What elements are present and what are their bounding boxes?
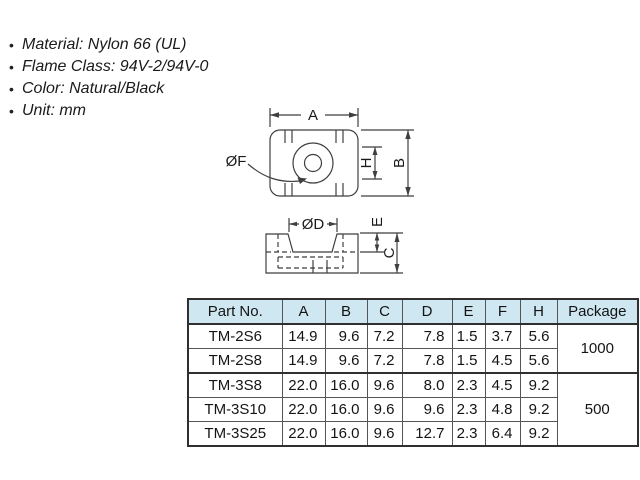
top-view: A B H ØF: [226, 107, 414, 197]
mount-hole-circle: [303, 153, 323, 173]
dim-label-a: A: [308, 107, 318, 124]
header-cell-f: F: [484, 298, 521, 325]
dim-cell: 6.4: [484, 421, 521, 447]
bullet-icon: •: [9, 37, 14, 53]
dim-a: A: [269, 107, 359, 127]
header-cell-a: A: [281, 298, 326, 325]
dim-label-e: E: [369, 217, 386, 227]
header-cell-d: D: [401, 298, 453, 325]
bullet-icon: •: [9, 103, 14, 119]
dim-label-c: C: [381, 247, 398, 258]
note-text: Flame Class: 94V-2/94V-0: [22, 58, 209, 75]
note-unit: • Unit: mm: [9, 100, 208, 122]
part-no-cell: TM-3S10: [187, 397, 283, 422]
dim-cell: 1.5: [451, 323, 486, 349]
dim-cell: 3.7: [484, 323, 521, 349]
dim-c: C: [360, 233, 403, 274]
table-row: TM-3S8 22.0 16.0 9.6 8.0 2.3 4.5 9.2 500: [187, 372, 639, 447]
mount-body-outline: [269, 129, 359, 197]
dim-cell: 16.0: [324, 421, 368, 447]
hidden-detail-lines: [266, 234, 358, 269]
dim-cell: 9.6: [324, 323, 368, 349]
dim-cell: 9.2: [519, 421, 558, 447]
saddle-profile-outline: [265, 233, 359, 274]
header-cell-e: E: [451, 298, 486, 325]
bullet-icon: •: [9, 81, 14, 97]
dim-label-b: B: [391, 158, 408, 168]
header-cell-h: H: [519, 298, 558, 325]
dim-label-d: ØD: [302, 216, 325, 233]
dim-cell: 5.6: [519, 323, 558, 349]
dim-cell: 4.5: [484, 372, 521, 398]
dim-cell: 22.0: [281, 421, 326, 447]
part-no-cell: TM-3S8: [187, 372, 283, 398]
header-cell-package: Package: [556, 298, 639, 325]
dim-cell: 7.2: [366, 348, 403, 374]
dim-cell: 22.0: [281, 372, 326, 398]
dim-e: E: [360, 217, 403, 253]
tie-channel-notches: [284, 130, 344, 196]
dim-b: B: [361, 129, 414, 197]
dim-cell: 9.6: [366, 397, 403, 422]
header-cell-part-no: Part No.: [187, 298, 283, 325]
dim-cell: 9.2: [519, 397, 558, 422]
dim-cell: 9.6: [366, 372, 403, 398]
spec-table: Part No. A B C D E F H Package TM-2S6 14…: [187, 298, 639, 447]
part-no-cell: TM-2S8: [187, 348, 283, 374]
dim-cell: 5.6: [519, 348, 558, 374]
dim-cell: 9.2: [519, 372, 558, 398]
dim-cell: 7.8: [401, 323, 453, 349]
dim-h: H: [358, 146, 382, 180]
dim-cell: 14.9: [281, 348, 326, 374]
dim-cell: 8.0: [401, 372, 453, 398]
dim-cell: 7.8: [401, 348, 453, 374]
dim-f-leader: ØF: [226, 153, 307, 184]
dim-cell: 16.0: [324, 397, 368, 422]
dim-cell: 7.2: [366, 323, 403, 349]
dim-cell: 2.3: [451, 397, 486, 422]
part-no-cell: TM-2S6: [187, 323, 283, 349]
dim-cell: 12.7: [401, 421, 453, 447]
note-text: Material: Nylon 66 (UL): [22, 36, 187, 53]
saddle-outer-circle: [292, 142, 334, 184]
table-row: TM-3S10 22.0 16.0 9.6 9.6 2.3 4.8 9.2: [187, 397, 638, 422]
dim-cell: 9.6: [401, 397, 453, 422]
dim-cell: 22.0: [281, 397, 326, 422]
dim-cell: 9.6: [324, 348, 368, 374]
dim-cell: 14.9: [281, 323, 326, 349]
tie-slot-ticks: [312, 260, 328, 273]
table-row: TM-3S25 22.0 16.0 9.6 12.7 2.3 6.4 9.2: [187, 421, 638, 447]
dim-label-h: H: [358, 158, 375, 169]
bullet-icon: •: [9, 59, 14, 75]
note-text: Color: Natural/Black: [22, 80, 165, 97]
dim-cell: 4.8: [484, 397, 521, 422]
dim-cell: 9.6: [366, 421, 403, 447]
note-text: Unit: mm: [22, 102, 86, 119]
dim-cell: 1.5: [451, 348, 486, 374]
dim-cell: 16.0: [324, 372, 368, 398]
dim-d: ØD: [288, 216, 338, 233]
material-notes: • Material: Nylon 66 (UL) • Flame Class:…: [9, 34, 208, 122]
header-cell-b: B: [324, 298, 368, 325]
dim-label-f: ØF: [226, 153, 247, 170]
dim-cell: 2.3: [451, 421, 486, 447]
note-color: • Color: Natural/Black: [9, 78, 208, 100]
side-view: ØD E C: [265, 216, 403, 274]
note-flame-class: • Flame Class: 94V-2/94V-0: [9, 56, 208, 78]
header-cell-c: C: [366, 298, 403, 325]
dim-cell: 4.5: [484, 348, 521, 374]
package-cell: 1000: [556, 323, 639, 374]
dim-cell: 2.3: [451, 372, 486, 398]
part-no-cell: TM-3S25: [187, 421, 283, 447]
note-material: • Material: Nylon 66 (UL): [9, 34, 208, 56]
header-row: Part No. A B C D E F H Package: [187, 298, 639, 325]
package-cell: 500: [556, 372, 639, 447]
table-row: TM-2S6 14.9 9.6 7.2 7.8 1.5 3.7 5.6 1000: [187, 323, 639, 374]
